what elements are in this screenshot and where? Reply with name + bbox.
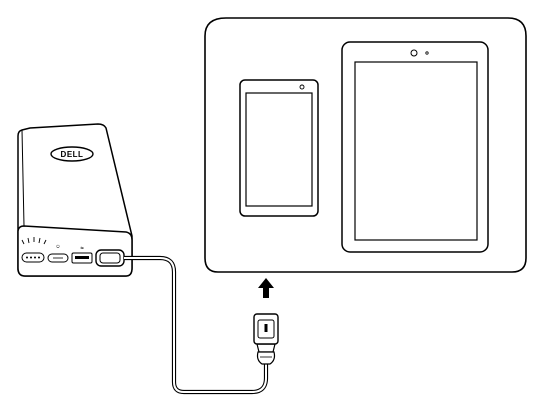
usb-c-port-icon: ⏻: [47, 244, 69, 263]
dell-logo: DELL: [50, 146, 94, 162]
svg-text:⇋: ⇋: [80, 245, 84, 250]
usb-a-port-icon: ⇋: [71, 245, 93, 264]
phone-icon: [239, 79, 319, 217]
svg-text:⏻: ⏻: [56, 244, 60, 249]
power-bank: DELL ⏻: [17, 123, 133, 277]
dell-logo-text: DELL: [61, 150, 84, 159]
adapter-port-icon: [95, 249, 125, 267]
arrow-up-icon: [258, 278, 274, 298]
usb-cable: [124, 255, 269, 395]
tablet-icon: [341, 41, 489, 253]
usb-plug-icon: [253, 313, 279, 365]
battery-level-icon: [21, 237, 47, 263]
